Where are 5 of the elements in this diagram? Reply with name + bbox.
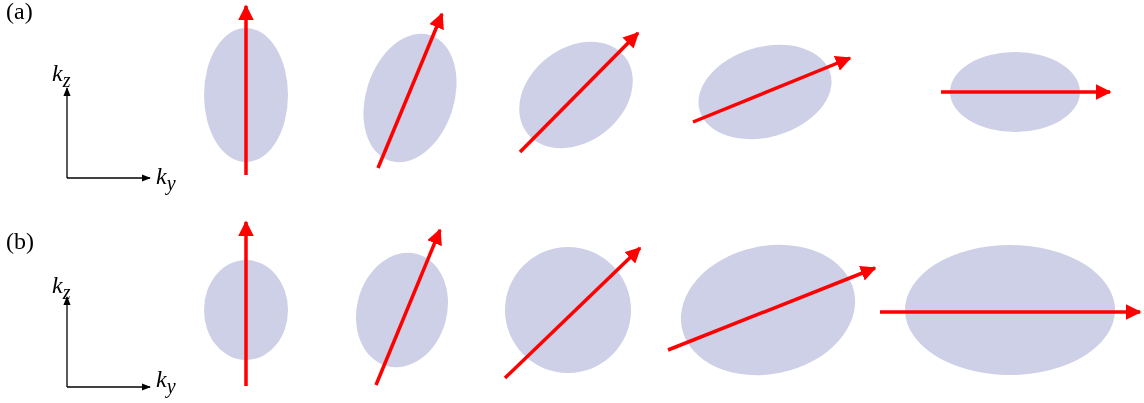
panel-label: (a)	[6, 0, 33, 24]
panel-label: (b)	[6, 228, 34, 254]
axis-label: k$_{y}$	[156, 163, 176, 196]
axis-label: k$_{z}$	[52, 60, 71, 93]
axis-label: k$_{y}$	[156, 366, 176, 399]
